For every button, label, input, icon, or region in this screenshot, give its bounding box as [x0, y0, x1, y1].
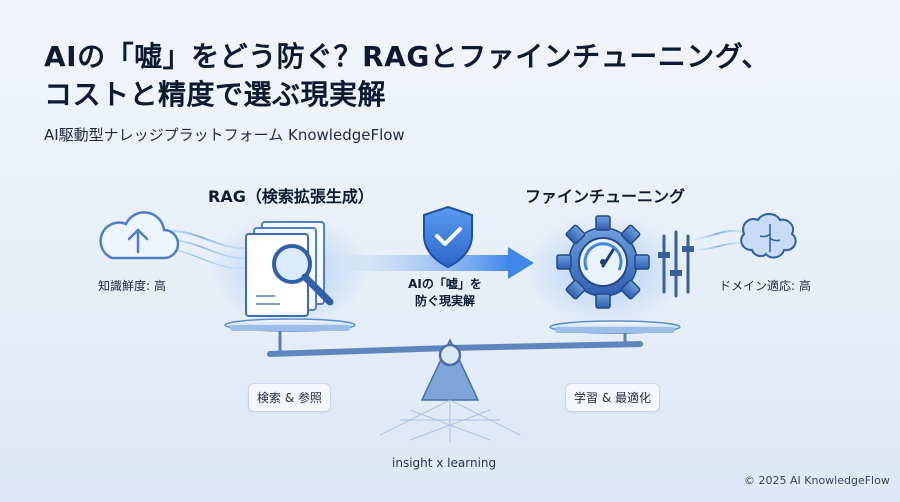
rag-label: RAG（検索拡張生成） [208, 187, 374, 206]
subtitle: AI駆動型ナレッジプラットフォーム KnowledgeFlow [44, 126, 405, 144]
copyright: © 2025 AI KnowledgeFlow [744, 474, 890, 487]
gauge-gear-icon [525, 215, 685, 325]
domain-metric: ドメイン適応: 高 [719, 279, 811, 293]
shield-check-icon [423, 205, 473, 269]
title-line-2: コストと精度で選ぶ現実解 [44, 78, 387, 111]
search-reference-badge: 検索 & 参照 [248, 383, 331, 412]
equalizer-icon [658, 230, 694, 298]
balance-scale-icon [224, 318, 681, 442]
center-caption-line-1: AIの「嘘」を [408, 277, 482, 291]
page-title: AIの「嘘」をどう防ぐ？RAGとファインチューニング、 コストと精度で選ぶ現実解 [44, 38, 884, 114]
arrow-right-icon [345, 247, 534, 279]
title-line-1: AIの「嘘」をどう防ぐ？RAGとファインチューニング、 [44, 40, 770, 73]
finetuning-label: ファインチューニング [525, 187, 686, 206]
insight-caption: insight x learning [392, 456, 497, 470]
freshness-metric: 知識鮮度: 高 [98, 279, 166, 293]
document-search-icon [210, 215, 370, 325]
brain-icon [740, 213, 797, 259]
center-caption-line-2: 防ぐ現実解 [414, 294, 475, 308]
learning-optimization-badge: 学習 & 最適化 [565, 383, 660, 412]
cloud-upload-icon [99, 211, 180, 260]
center-caption: AIの「嘘」を 防ぐ現実解 [390, 276, 500, 310]
